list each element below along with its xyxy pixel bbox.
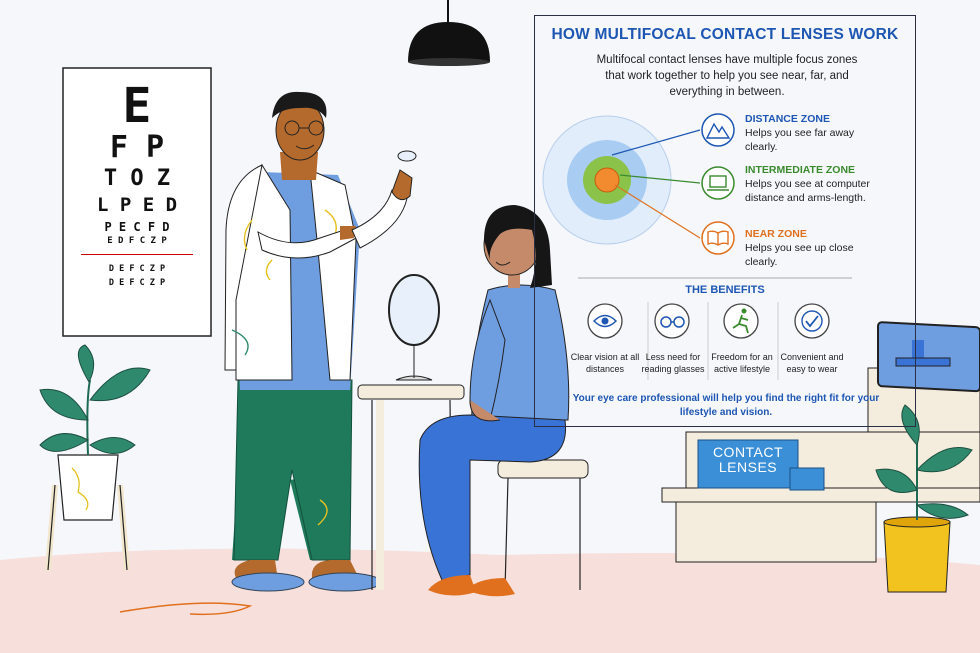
chart-divider <box>80 254 194 255</box>
zone-intermediate: INTERMEDIATE ZONE Helps you see at compu… <box>745 163 915 205</box>
box-label-line: CONTACT <box>712 444 784 460</box>
benefits-title: THE BENEFITS <box>685 284 765 296</box>
zone-title: DISTANCE ZONE <box>745 113 830 125</box>
zone-near: NEAR ZONE Helps you see up close clearly… <box>745 227 915 269</box>
runner-icon <box>732 308 749 334</box>
chart-row: T O Z <box>103 166 171 191</box>
eye-icon <box>592 314 618 328</box>
eye-chart: E F P T O Z L P E D P E C F D E D F C Z … <box>63 68 211 336</box>
zone-text: Helps you see up close clearly. <box>745 242 854 268</box>
poster-intro: Multifocal contact lenses have multiple … <box>596 54 858 98</box>
glasses-icon <box>660 316 685 328</box>
contact-lenses-box-label: CONTACT LENSES <box>700 445 796 475</box>
contact-lens <box>397 150 417 162</box>
chart-row: L P E D <box>96 194 178 216</box>
poster-footer: Your eye care professional will help you… <box>572 393 880 418</box>
chart-row: F P <box>109 130 165 165</box>
laptop-icon <box>707 175 729 191</box>
eye-chart-board <box>62 67 212 337</box>
poster-title: HOW MULTIFOCAL CONTACT LENSES WORK <box>551 26 899 43</box>
zone-text: Helps you see at computer distance and a… <box>745 178 870 204</box>
zone-title: INTERMEDIATE ZONE <box>745 164 856 176</box>
mountain-icon <box>705 122 731 139</box>
contact-lenses-box <box>697 439 799 489</box>
benefit-item: Freedom for an active lifestyle <box>711 352 773 374</box>
plant-left <box>39 344 151 571</box>
mirror-and-table <box>357 274 465 591</box>
chart-row: E <box>122 78 152 134</box>
desk-area <box>661 321 980 563</box>
floor <box>0 548 980 653</box>
chart-row: D E F C Z P <box>108 278 166 288</box>
ceiling-lamp <box>408 0 490 66</box>
info-poster: HOW MULTIFOCAL CONTACT LENSES WORK Multi… <box>534 15 916 427</box>
chart-row: D E F C Z P <box>108 264 166 274</box>
box-label-line: LENSES <box>718 459 778 475</box>
patient-figure <box>418 205 589 597</box>
checkmark-icon <box>801 310 823 332</box>
benefit-item: Less need for reading glasses <box>641 352 705 374</box>
benefit-item: Clear vision at all distances <box>570 352 640 374</box>
plant-right <box>875 404 973 593</box>
benefit-item: Convenient and easy to wear <box>780 352 844 374</box>
lens-diagram <box>542 113 852 380</box>
zone-title: NEAR ZONE <box>745 228 807 240</box>
zone-distance: DISTANCE ZONE Helps you see far away cle… <box>745 112 915 154</box>
chart-row: P E C F D <box>104 220 170 234</box>
chart-row: E D F C Z P <box>107 236 167 246</box>
doctor-figure <box>224 91 417 592</box>
zone-text: Helps you see far away clearly. <box>745 127 855 153</box>
book-icon <box>707 230 729 246</box>
